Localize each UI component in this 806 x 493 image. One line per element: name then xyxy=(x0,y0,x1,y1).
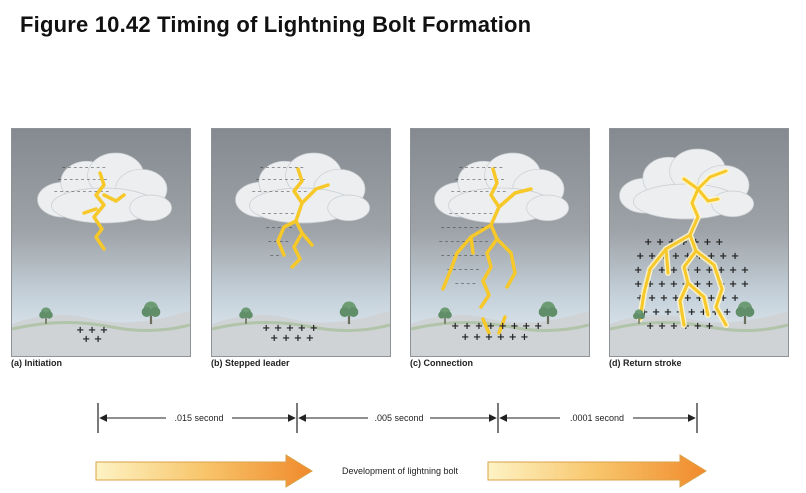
svg-text:+ + + + + + + + + +: + + + + + + + + + + xyxy=(634,265,749,276)
timing-diagram: .015 second .005 second .0001 second Dev… xyxy=(95,403,707,488)
development-label: Development of lightning bolt xyxy=(342,466,459,476)
panel-stepped-leader: – – – – – – – – – – – – – – – – – – – – … xyxy=(211,128,391,357)
interval-label-3: .0001 second xyxy=(570,413,624,423)
panel-connection: – – – – – – – – – – – – – – – – – – – – … xyxy=(410,128,590,357)
lightning-bolt-icon xyxy=(637,168,729,328)
caption-return-stroke: (d) Return stroke xyxy=(609,358,682,368)
panel-initiation: – – – – – – – – – – – – – – – – – – – – … xyxy=(11,128,191,357)
svg-text:– – – – – – – –: – – – – – – – – xyxy=(449,209,493,217)
lightning-bolt-icon xyxy=(441,167,533,335)
svg-text:+ + + +: + + + + xyxy=(270,333,314,344)
svg-text:– – – – –: – – – – – xyxy=(266,223,293,231)
svg-text:– – – – – – – – – –: – – – – – – – – – – xyxy=(252,187,308,195)
svg-text:– – – – – – – – – –: – – – – – – – – – – xyxy=(451,187,507,195)
svg-text:– – – – – – – – –: – – – – – – – – – xyxy=(439,237,489,245)
svg-text:– – – – – – – – –: – – – – – – – – – xyxy=(256,175,306,183)
caption-stepped-leader: (b) Stepped leader xyxy=(211,358,290,368)
lightning-bolt-icon xyxy=(82,171,126,251)
svg-text:+ +: + + xyxy=(82,334,102,345)
interval-label-1: .015 second xyxy=(174,413,223,423)
svg-text:– – – –: – – – – xyxy=(455,279,476,287)
svg-text:+ + + + + + +: + + + + + + + xyxy=(644,237,724,248)
svg-text:– – – – – – – – – –: – – – – – – – – – – xyxy=(54,187,110,195)
arrow-icon xyxy=(487,454,707,488)
svg-text:– – – – – –: – – – – – – xyxy=(262,209,295,217)
svg-text:– – – – – – – –: – – – – – – – – xyxy=(62,163,106,171)
caption-initiation: (a) Initiation xyxy=(11,358,62,368)
svg-text:+ + + + + + + + +: + + + + + + + + + xyxy=(636,293,739,304)
svg-text:+ + + + + + + +: + + + + + + + + xyxy=(640,307,731,318)
svg-text:+ + + + + +: + + + + + + xyxy=(646,321,714,332)
svg-text:+ + +: + + + xyxy=(76,325,108,336)
svg-text:– – – – – – – – –: – – – – – – – – – xyxy=(441,223,491,231)
lightning-bolt-icon xyxy=(276,167,330,269)
svg-text:– – – – – – – –: – – – – – – – – xyxy=(441,251,485,259)
svg-text:– – – – – – – –: – – – – – – – – xyxy=(260,163,304,171)
svg-text:+ + + + + + + +: + + + + + + + + xyxy=(451,321,542,332)
caption-connection: (c) Connection xyxy=(410,358,473,368)
interval-label-2: .005 second xyxy=(374,413,423,423)
svg-text:+ + + + +: + + + + + xyxy=(262,323,318,334)
figure-title: Figure 10.42 Timing of Lightning Bolt Fo… xyxy=(20,12,532,37)
svg-text:– – – – – – – –: – – – – – – – – xyxy=(459,163,503,171)
svg-text:– – – – – –: – – – – – – xyxy=(447,265,480,273)
arrow-icon xyxy=(95,454,313,488)
svg-text:+ + + + + + + + +: + + + + + + + + + xyxy=(636,251,739,262)
svg-text:+ + + + + +: + + + + + + xyxy=(461,332,529,343)
panel-return-stroke: + + + + + + + + + + + + + + + + + + + + … xyxy=(609,128,789,357)
svg-text:– – – – – – – – –: – – – – – – – – – xyxy=(455,175,505,183)
svg-text:– – –: – – – xyxy=(270,251,285,259)
svg-text:– – – – – – – – –: – – – – – – – – – xyxy=(58,175,108,183)
